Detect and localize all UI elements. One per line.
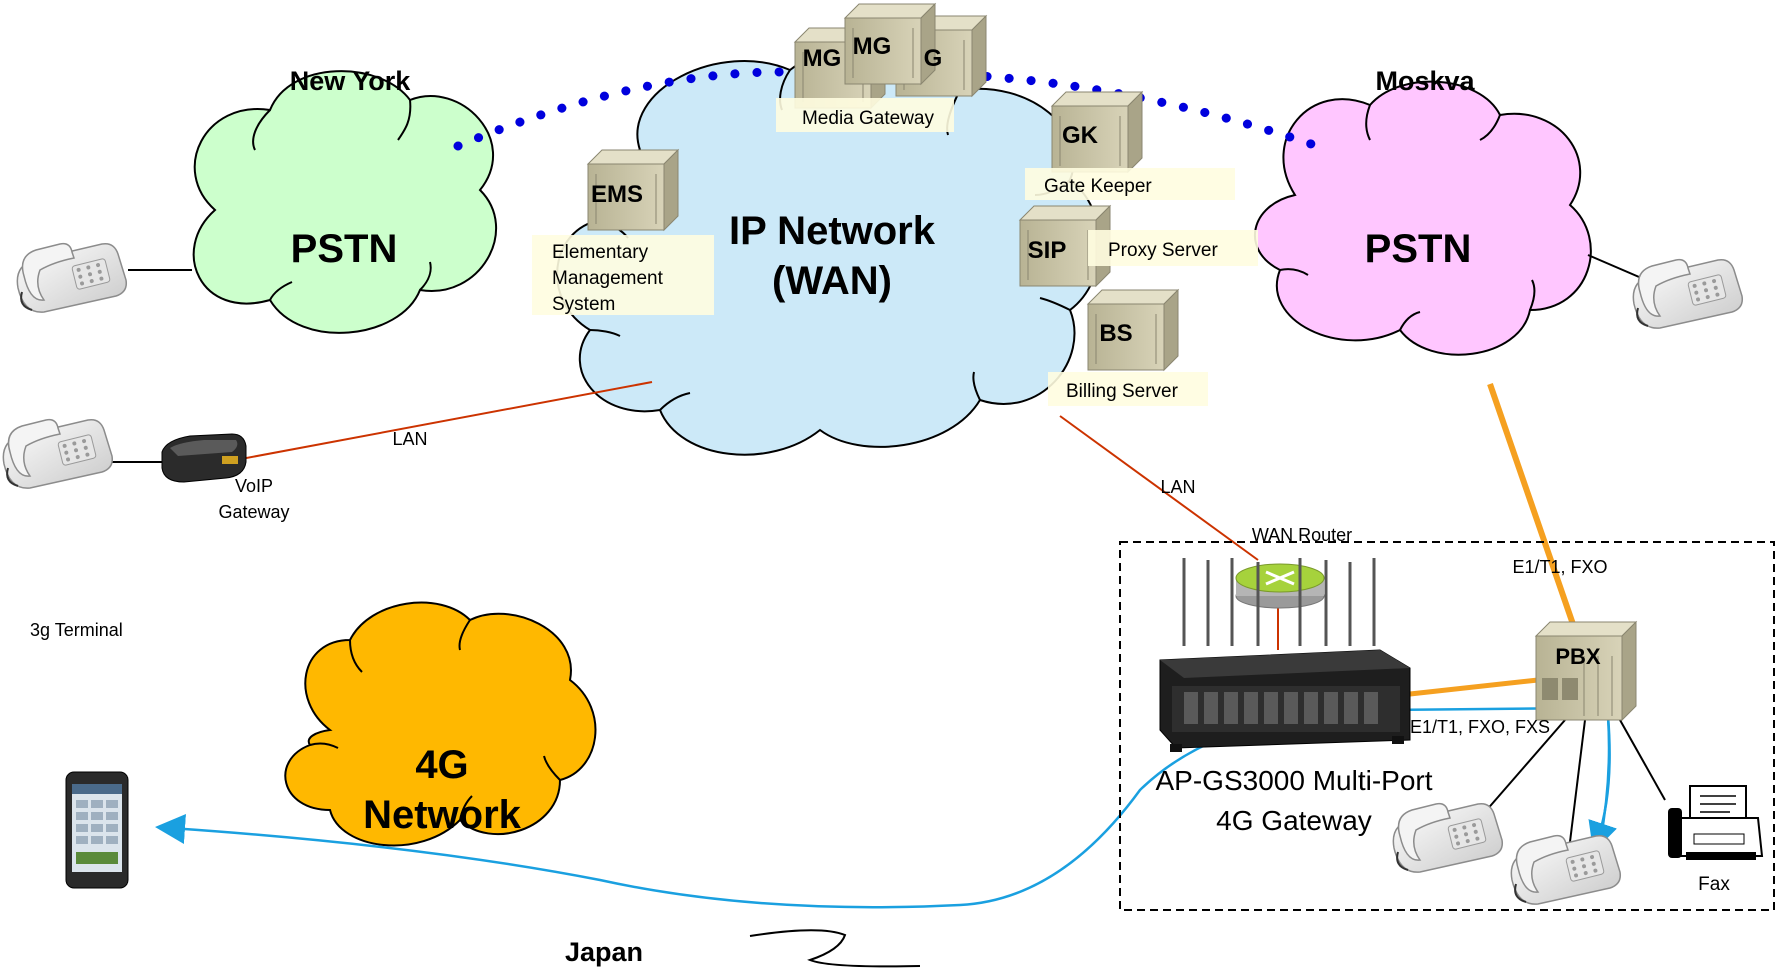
lan-link-right xyxy=(1059,415,1259,561)
network-4g-cloud xyxy=(284,601,597,847)
ems-label-box xyxy=(532,235,714,315)
lan-left-label: LAN xyxy=(392,429,427,449)
ems-text: EMS xyxy=(591,181,643,208)
billing-server-label: Billing Server xyxy=(1066,381,1179,402)
ems-label-line3: System xyxy=(552,294,615,315)
wan-label: (WAN) xyxy=(772,259,892,303)
ems-label-line2: Management xyxy=(552,268,664,289)
pbx-text: PBX xyxy=(1555,644,1601,669)
gate-keeper-label-box xyxy=(1025,168,1235,200)
media-gateway-label: Media Gateway xyxy=(802,108,935,129)
mg3-text: G xyxy=(924,45,943,72)
lan-link-left xyxy=(224,381,653,463)
lan-right-label: LAN xyxy=(1160,477,1195,497)
call-path-to-phone xyxy=(1588,715,1617,853)
city-moskva: Moskva xyxy=(1375,66,1475,96)
pstn-left-label: PSTN xyxy=(291,227,398,271)
pstn-left-cloud xyxy=(192,70,498,334)
e1t1-fxo-label: E1/T1, FXO xyxy=(1512,557,1607,577)
phone-moskva xyxy=(1632,258,1744,330)
phone-pbx-2 xyxy=(1510,834,1622,906)
gate-keeper-label: Gate Keeper xyxy=(1044,176,1152,197)
gateway-4g-label-line2: 4G Gateway xyxy=(1216,805,1372,836)
pstn-right-label: PSTN xyxy=(1365,227,1472,271)
mg1-text: MG xyxy=(803,45,842,72)
e1-link-pstn-pbx xyxy=(1487,383,1578,631)
media-gateway-label-box xyxy=(776,98,954,132)
pbx-server xyxy=(1534,620,1638,722)
line-pbx-phone1 xyxy=(1484,719,1566,813)
voip-gateway-device xyxy=(161,433,247,483)
gk-text: GK xyxy=(1062,122,1099,149)
terminal-3g-label: 3g Terminal xyxy=(30,620,123,640)
e1t1-fxo-fxs-label: E1/T1, FXO, FXS xyxy=(1410,717,1550,737)
fax-device xyxy=(1668,785,1764,860)
voip-gateway-label-line1: VoIP xyxy=(235,476,273,496)
ems-label-line1: Elementary xyxy=(552,242,649,263)
fax-label: Fax xyxy=(1698,874,1730,895)
ip-network-cloud xyxy=(556,44,1101,456)
site-boundary xyxy=(1119,541,1775,911)
phone-new-york xyxy=(16,242,128,314)
proxy-server-label-box xyxy=(1088,230,1258,266)
pstn-right-cloud xyxy=(1253,80,1592,356)
line-pbx-fax xyxy=(1619,719,1666,801)
ip-network-label: IP Network xyxy=(729,209,936,253)
phone-pbx-1 xyxy=(1392,802,1504,874)
wan-router-device xyxy=(1235,563,1325,609)
phone-voip xyxy=(2,418,114,490)
proxy-server-label: Proxy Server xyxy=(1108,240,1218,261)
billing-server-label-box xyxy=(1048,372,1208,406)
japan-squiggle xyxy=(749,929,921,968)
terminal-3g-device xyxy=(65,771,129,889)
voip-gateway-label-line2: Gateway xyxy=(218,502,289,522)
bs-text: BS xyxy=(1099,320,1132,347)
e1-link-gateway-pbx xyxy=(1409,677,1539,697)
mg2-text: MG xyxy=(853,33,892,60)
city-new-york: New York xyxy=(290,66,412,96)
gateway-4g-label-line1: AP-GS3000 Multi-Port xyxy=(1156,765,1433,796)
line-pbx-phone2 xyxy=(1567,719,1586,859)
gateway-4g-device xyxy=(1159,558,1411,752)
network-4g-label-line2: Network xyxy=(363,793,522,837)
wan-router-label: WAN Router xyxy=(1252,525,1352,545)
sip-text: SIP xyxy=(1028,237,1067,264)
network-4g-label-line1: 4G xyxy=(415,743,468,787)
city-japan: Japan xyxy=(565,937,643,967)
